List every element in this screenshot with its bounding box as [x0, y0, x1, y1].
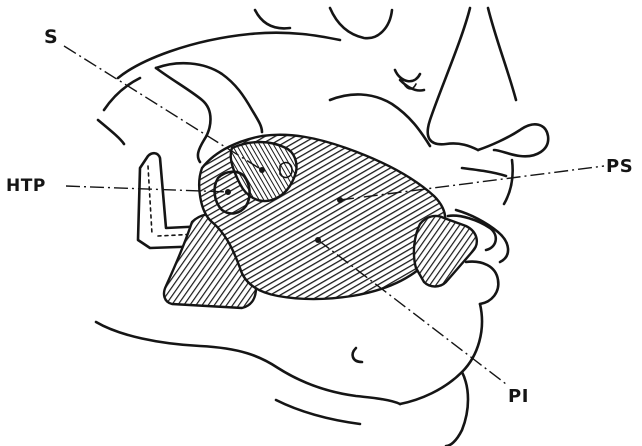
brow-contour-left: [255, 10, 290, 28]
label-pi: PI: [508, 388, 529, 406]
retractor-detail: [148, 166, 152, 234]
chin-contour: [400, 304, 482, 404]
pointer-dot-htp: [225, 189, 231, 195]
pterygoid-muscles: [199, 135, 496, 299]
temple-contour: [118, 33, 340, 78]
philtrum: [504, 160, 513, 204]
label-s: S: [44, 28, 58, 47]
ear-contour: [98, 120, 124, 144]
nose-bridge: [428, 8, 478, 150]
label-ps: PS: [606, 158, 633, 176]
cheek-contour: [330, 94, 430, 146]
label-htp: HTP: [6, 178, 46, 195]
eye-fold: [395, 70, 420, 81]
buccinator-bundle: [414, 216, 477, 287]
jaw-line: [96, 322, 400, 404]
zygomatic-cut: [156, 68, 211, 162]
zygomatic-arch: [156, 63, 262, 132]
jaw-mark: [353, 348, 362, 362]
upper-lip: [462, 168, 506, 176]
pointer-dot-ps: [337, 197, 343, 203]
nose-tip: [478, 124, 548, 156]
brow-contour: [330, 8, 392, 38]
lower-lip: [466, 262, 498, 304]
ear-contour-upper: [104, 78, 140, 110]
pointer-dot-pi: [315, 237, 321, 243]
pointer-dot-s: [259, 167, 265, 173]
submandibular-contour: [276, 400, 360, 424]
nose-dorsum: [488, 8, 516, 100]
